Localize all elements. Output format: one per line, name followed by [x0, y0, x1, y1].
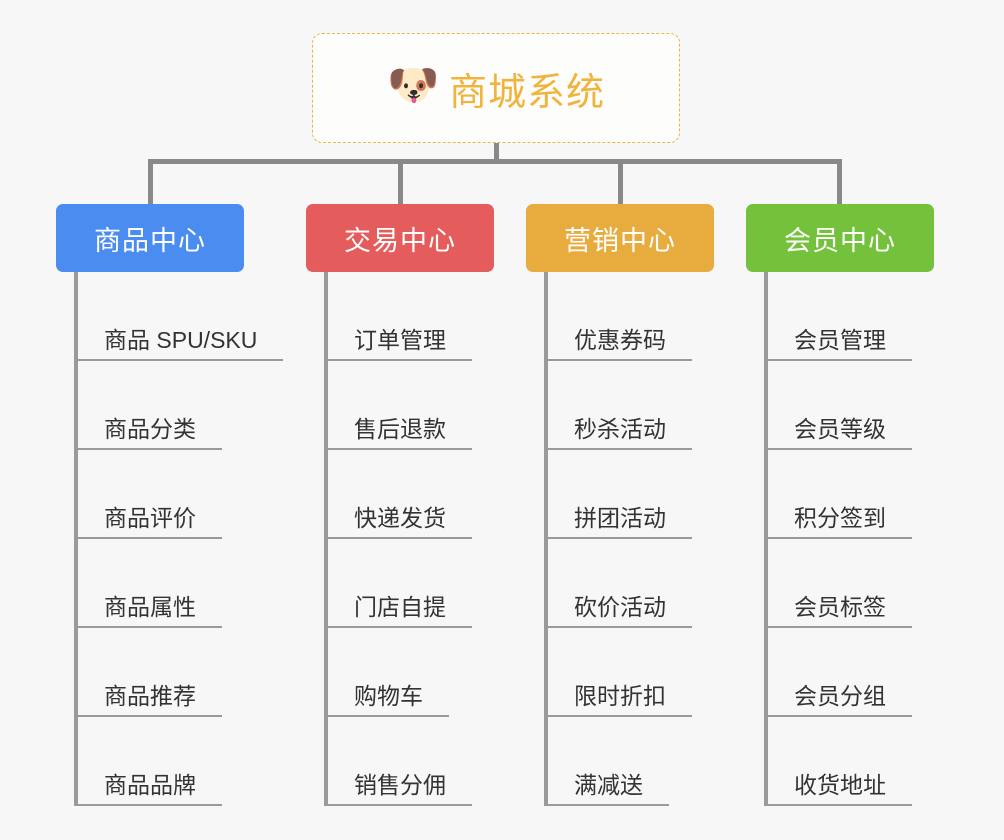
list-item[interactable]: 会员管理 — [768, 272, 978, 361]
bus-drop-connector-3 — [837, 159, 842, 205]
list-item[interactable]: 订单管理 — [328, 272, 538, 361]
category-label: 交易中心 — [344, 225, 456, 256]
leaf-list-trade-center: 订单管理 售后退款 快递发货 门店自提 购物车 销售分佣 — [324, 272, 538, 806]
leaf-label: 满减送 — [548, 772, 669, 806]
list-item[interactable]: 销售分佣 — [328, 717, 538, 806]
list-item[interactable]: 会员分组 — [768, 628, 978, 717]
leaf-label: 商品评价 — [78, 505, 222, 539]
leaf-label: 快递发货 — [328, 505, 472, 539]
list-item[interactable]: 快递发货 — [328, 450, 538, 539]
leaf-label: 会员管理 — [768, 327, 912, 361]
leaf-label: 拼团活动 — [548, 505, 692, 539]
leaf-label: 商品属性 — [78, 594, 222, 628]
list-item[interactable]: 满减送 — [548, 717, 758, 806]
leaf-label: 会员标签 — [768, 594, 912, 628]
list-item[interactable]: 会员等级 — [768, 361, 978, 450]
list-item[interactable]: 商品分类 — [78, 361, 288, 450]
bus-drop-connector-0 — [148, 159, 153, 205]
root-title: 商城系统 — [448, 71, 605, 114]
list-item[interactable]: 购物车 — [328, 628, 538, 717]
list-item[interactable]: 商品评价 — [78, 450, 288, 539]
leaf-label: 秒杀活动 — [548, 416, 692, 450]
leaf-label: 会员分组 — [768, 683, 912, 717]
leaf-label: 会员等级 — [768, 416, 912, 450]
list-item[interactable]: 商品品牌 — [78, 717, 288, 806]
leaf-label: 限时折扣 — [548, 683, 692, 717]
leaf-label: 购物车 — [328, 683, 449, 717]
category-label: 会员中心 — [784, 225, 896, 256]
list-item[interactable]: 限时折扣 — [548, 628, 758, 717]
trunk-vertical-connector — [494, 143, 499, 163]
category-box-product-center[interactable]: 商品中心 — [56, 204, 244, 272]
leaf-label: 商品推荐 — [78, 683, 222, 717]
leaf-label: 销售分佣 — [328, 772, 472, 806]
list-item[interactable]: 会员标签 — [768, 539, 978, 628]
branch-column-product-center: 商品中心 商品 SPU/SKU 商品分类 商品评价 商品属性 商品推荐 商品品牌 — [56, 204, 288, 806]
leaf-label: 砍价活动 — [548, 594, 692, 628]
leaf-label: 商品 SPU/SKU — [78, 327, 284, 361]
leaf-label: 商品分类 — [78, 416, 222, 450]
leaf-label: 订单管理 — [328, 327, 472, 361]
leaf-label: 积分签到 — [768, 505, 912, 539]
list-item[interactable]: 秒杀活动 — [548, 361, 758, 450]
bus-drop-connector-2 — [618, 159, 623, 205]
root-node: 🐶 商城系统 — [312, 33, 680, 143]
list-item[interactable]: 售后退款 — [328, 361, 538, 450]
leaf-list-product-center: 商品 SPU/SKU 商品分类 商品评价 商品属性 商品推荐 商品品牌 — [74, 272, 288, 806]
list-item[interactable]: 收货地址 — [768, 717, 978, 806]
list-item[interactable]: 商品推荐 — [78, 628, 288, 717]
list-item[interactable]: 积分签到 — [768, 450, 978, 539]
leaf-label: 收货地址 — [768, 772, 912, 806]
category-label: 营销中心 — [564, 225, 676, 256]
category-box-trade-center[interactable]: 交易中心 — [306, 204, 494, 272]
leaf-list-marketing-center: 优惠券码 秒杀活动 拼团活动 砍价活动 限时折扣 满减送 — [544, 272, 758, 806]
bus-drop-connector-1 — [398, 159, 403, 205]
leaf-label: 门店自提 — [328, 594, 472, 628]
list-item[interactable]: 商品属性 — [78, 539, 288, 628]
bus-horizontal-connector — [148, 159, 842, 164]
leaf-label: 售后退款 — [328, 416, 472, 450]
list-item[interactable]: 商品 SPU/SKU — [78, 272, 288, 361]
leaf-label: 商品品牌 — [78, 772, 222, 806]
list-item[interactable]: 砍价活动 — [548, 539, 758, 628]
list-item[interactable]: 拼团活动 — [548, 450, 758, 539]
category-box-marketing-center[interactable]: 营销中心 — [526, 204, 714, 272]
list-item[interactable]: 门店自提 — [328, 539, 538, 628]
branch-column-trade-center: 交易中心 订单管理 售后退款 快递发货 门店自提 购物车 销售分佣 — [306, 204, 538, 806]
list-item[interactable]: 优惠券码 — [548, 272, 758, 361]
category-box-member-center[interactable]: 会员中心 — [746, 204, 934, 272]
branch-column-member-center: 会员中心 会员管理 会员等级 积分签到 会员标签 会员分组 收货地址 — [746, 204, 978, 806]
dog-face-icon: 🐶 — [386, 61, 440, 108]
leaf-label: 优惠券码 — [548, 327, 692, 361]
category-label: 商品中心 — [94, 225, 206, 256]
branch-column-marketing-center: 营销中心 优惠券码 秒杀活动 拼团活动 砍价活动 限时折扣 满减送 — [526, 204, 758, 806]
leaf-list-member-center: 会员管理 会员等级 积分签到 会员标签 会员分组 收货地址 — [764, 272, 978, 806]
